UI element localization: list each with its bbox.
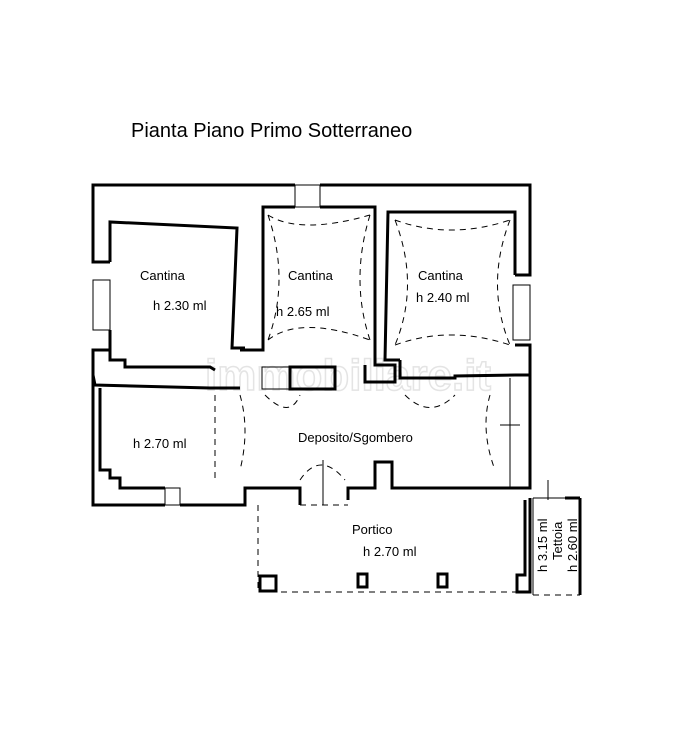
room-label: Portico (352, 522, 392, 537)
tettoia-height-left: h 3.15 ml (535, 518, 550, 572)
room-cantina-2: Cantina h 2.65 ml (240, 205, 397, 384)
room-label: Tettoia (550, 521, 565, 560)
room-height: h 2.70 ml (363, 544, 417, 559)
room-cantina-3: Cantina h 2.40 ml (383, 210, 517, 362)
plan-title: Pianta Piano Primo Sotterraneo (131, 120, 412, 142)
room-label: Cantina (288, 268, 334, 283)
stair (261, 366, 291, 390)
room-tettoia: h 3.15 ml Tettoia h 2.60 ml (532, 480, 582, 596)
watermark: immobiliare.it (205, 351, 491, 400)
room-deposito: Deposito/Sgombero (239, 378, 520, 505)
room-cantina-1: Cantina h 2.30 ml (108, 220, 245, 372)
room-height: h 2.40 ml (416, 290, 470, 305)
room-label: Cantina (140, 268, 186, 283)
tettoia-height-right: h 2.60 ml (565, 518, 580, 572)
room-left-lower: h 2.70 ml (98, 388, 216, 506)
partition-wall (398, 360, 516, 380)
room-label: Deposito/Sgombero (298, 430, 413, 445)
room-height: h 2.30 ml (153, 298, 207, 313)
room-label: Cantina (418, 268, 464, 283)
room-height: h 2.65 ml (276, 304, 330, 319)
outer-walls (91, 183, 532, 507)
middle-wall (91, 374, 240, 390)
room-portico: Portico h 2.70 ml (257, 498, 532, 594)
room-height: h 2.70 ml (133, 436, 187, 451)
